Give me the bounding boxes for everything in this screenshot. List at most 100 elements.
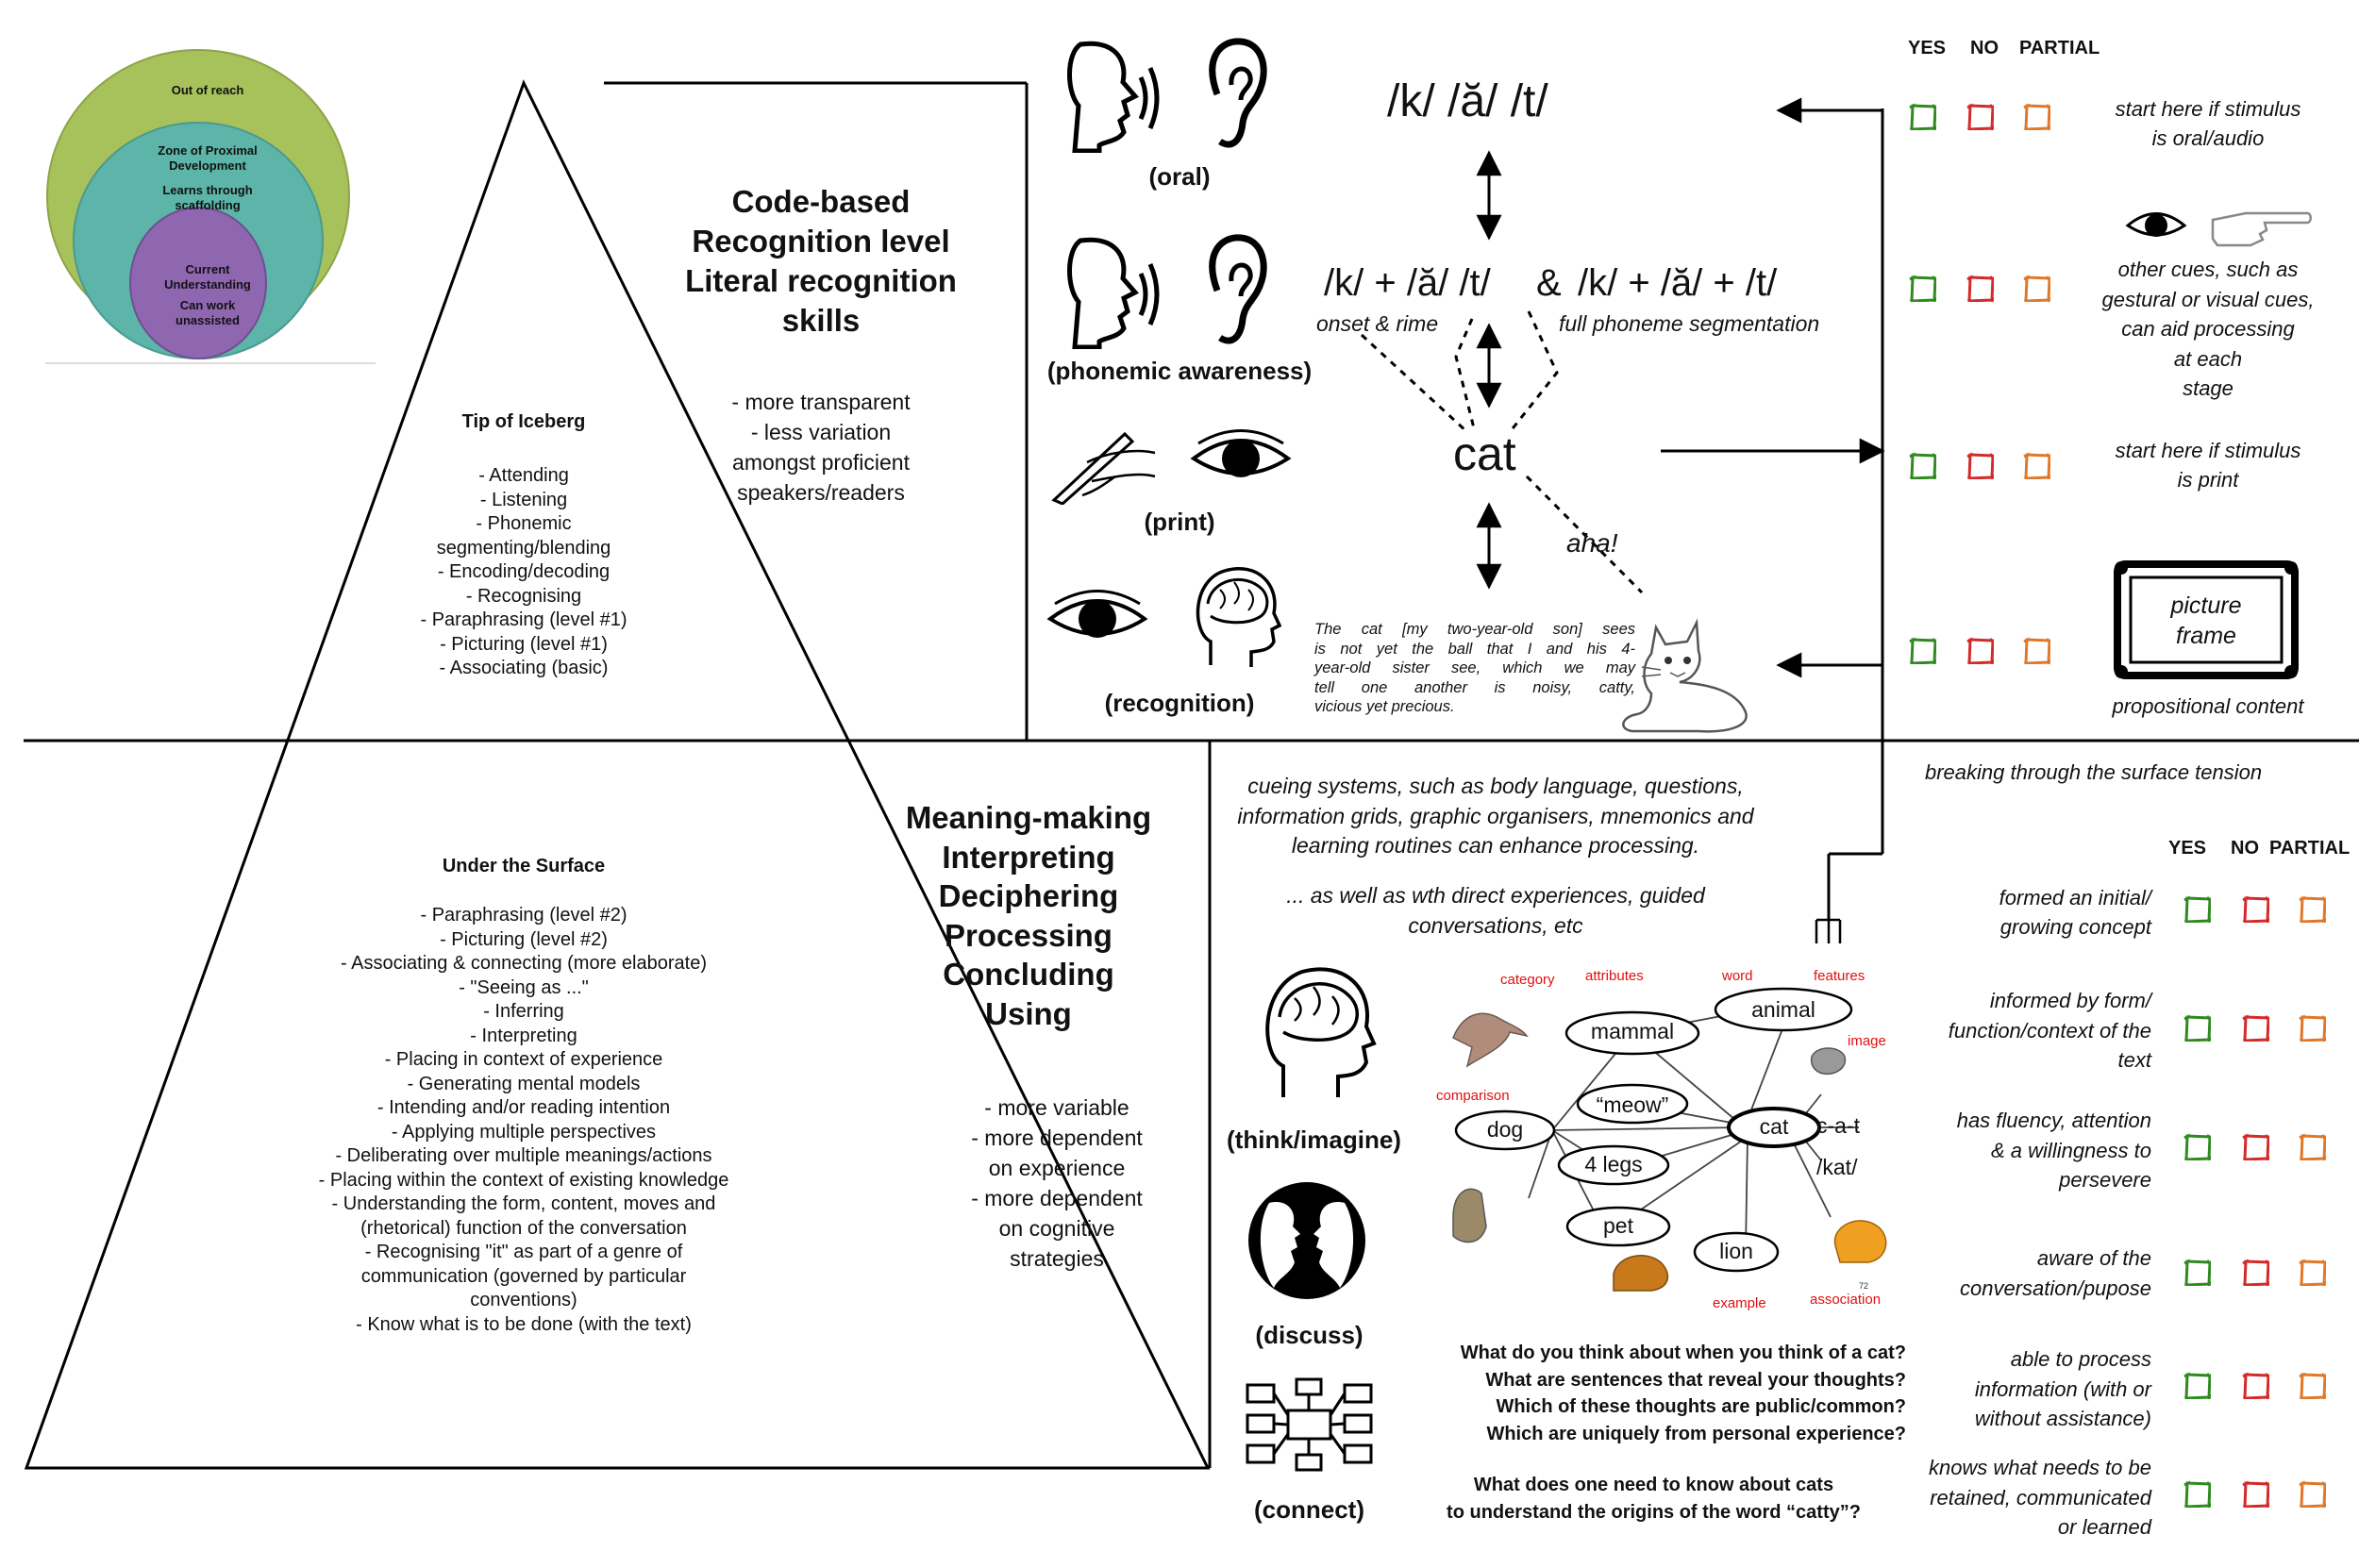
node-mammal: mammal [1590, 1019, 1675, 1043]
eye-icon [1190, 429, 1292, 477]
node-animal: animal [1751, 997, 1815, 1022]
cat-sketch-icon [1622, 618, 1748, 733]
checkbox-top-2-yes[interactable] [1908, 274, 1936, 302]
checkbox-top-1-no[interactable] [1966, 102, 1994, 130]
full-segmentation-label: full phoneme segmentation [1559, 311, 1820, 336]
check2-header-no: NO [2231, 838, 2259, 859]
checkbox-top-2-partial[interactable] [2022, 274, 2050, 302]
phonemes: /k/ /ă/ /t/ [1387, 76, 1548, 126]
propositional-content: propositional content [2112, 694, 2304, 718]
check-header-yes: YES [1908, 38, 1947, 58]
label-word: word [1722, 968, 1753, 984]
ear-icon [1209, 234, 1267, 344]
ampersand: & [1536, 262, 1562, 304]
tip-title: Tip of Iceberg [461, 411, 586, 432]
checkbox-bottom-5-no[interactable] [2241, 1371, 2269, 1399]
node-cat: cat [1759, 1114, 1789, 1139]
node-lion: lion [1719, 1239, 1753, 1263]
checkbox-top-1-partial[interactable] [2022, 102, 2050, 130]
pointing-hand-icon [2211, 211, 2312, 247]
node-meow: “meow” [1596, 1093, 1669, 1117]
checkbox-bottom-2-yes[interactable] [2183, 1013, 2211, 1042]
under-list: - Paraphrasing (level #2)- Picturing (le… [318, 905, 729, 1335]
discuss-faces-icon [1248, 1182, 1365, 1299]
think-imagine-label: (think/imagine) [1227, 1126, 1401, 1154]
checkbox-top-4-no[interactable] [1966, 636, 1994, 664]
label-features: features [1814, 968, 1865, 984]
checkbox-bottom-2-no[interactable] [2241, 1013, 2269, 1042]
full-segmentation-text: /k/ + /ă/ + /t/ [1578, 262, 1778, 304]
checkbox-bottom-4-partial[interactable] [2298, 1258, 2326, 1286]
aha-text: aha! [1566, 528, 1618, 558]
onset-rime-text: /k/ + /ă/ /t/ [1324, 262, 1491, 304]
ear-icon [1209, 38, 1267, 148]
phonemic-awareness-label: (phonemic awareness) [1046, 357, 1313, 385]
checkbox-top-3-yes[interactable] [1908, 451, 1936, 479]
checkbox-top-4-yes[interactable] [1908, 636, 1936, 664]
node-kat: /kat/ [1816, 1155, 1858, 1179]
zpd-inner-sub: Can work unassisted [176, 298, 240, 327]
checkbox-bottom-6-yes[interactable] [2183, 1479, 2211, 1508]
check2-header-partial: PARTIAL [2269, 838, 2351, 859]
brain-head-icon [1196, 567, 1281, 667]
checkbox-top-4-partial[interactable] [2022, 636, 2050, 664]
checkbox-bottom-4-yes[interactable] [2183, 1258, 2211, 1286]
checkbox-bottom-1-no[interactable] [2241, 894, 2269, 923]
check-bottom-row-3-text: has fluency, attention& a willingness to… [1956, 1109, 2151, 1192]
brain-head-icon [1265, 967, 1377, 1097]
checkbox-top-3-no[interactable] [1966, 451, 1994, 479]
checkbox-bottom-3-partial[interactable] [2298, 1132, 2326, 1160]
concept-map [1452, 987, 1887, 1292]
checkbox-bottom-6-partial[interactable] [2298, 1479, 2326, 1508]
eye-icon [1046, 590, 1148, 638]
label-image: image [1848, 1033, 1886, 1049]
label-attributes: attributes [1585, 968, 1644, 984]
writing-hand-icon [1051, 431, 1156, 505]
node-cat-spelled: c-a-t [1816, 1113, 1860, 1138]
checkbox-bottom-1-yes[interactable] [2183, 894, 2211, 923]
onset-rime-label: onset & rime [1316, 311, 1439, 336]
zpd-outer-label: Out of reach [171, 83, 244, 97]
checkbox-bottom-1-partial[interactable] [2298, 894, 2326, 923]
discuss-label: (discuss) [1255, 1321, 1364, 1349]
cueing-text: cueing systems, such as body language, q… [1237, 774, 1754, 858]
checkbox-bottom-5-yes[interactable] [2183, 1371, 2211, 1399]
code-based-notes: - more transparent- less variation among… [731, 390, 911, 505]
connect-label: (connect) [1254, 1495, 1364, 1524]
under-title: Under the Surface [442, 856, 606, 876]
label-category: category [1500, 972, 1555, 988]
connect-network-icon [1246, 1377, 1373, 1472]
node-pet: pet [1603, 1213, 1633, 1238]
questions-block-1: What do you think about when you think o… [1460, 1343, 1906, 1444]
surface-tension-text: breaking through the surface tension [1925, 760, 2263, 784]
checkbox-bottom-6-no[interactable] [2241, 1479, 2269, 1508]
checkbox-bottom-5-partial[interactable] [2298, 1371, 2326, 1399]
zpd-middle-sub: Learns through scaffolding [162, 183, 253, 212]
cat-word: cat [1453, 427, 1516, 480]
check-bottom-row-1-text: formed an initial/growing concept [1999, 886, 2151, 939]
checkbox-bottom-2-partial[interactable] [2298, 1013, 2326, 1042]
checkbox-bottom-3-yes[interactable] [2183, 1132, 2211, 1160]
checkbox-bottom-4-no[interactable] [2241, 1258, 2269, 1286]
cueing-text-2: ... as well as wth direct experiences, g… [1286, 883, 1705, 938]
checkbox-top-2-no[interactable] [1966, 274, 1994, 302]
checkbox-top-1-yes[interactable] [1908, 102, 1936, 130]
check-bottom-row-2-text: informed by form/function/context of the… [1948, 989, 2151, 1072]
check-header-no: NO [1970, 38, 1999, 58]
checkbox-bottom-3-no[interactable] [2241, 1132, 2269, 1160]
checkbox-top-3-partial[interactable] [2022, 451, 2050, 479]
zpd-inner-title: Current Understanding [164, 262, 251, 292]
tip-list: - Attending- Listening- Phonemic segment… [420, 465, 627, 678]
small-number: 72 [1859, 1281, 1869, 1291]
label-example: example [1713, 1295, 1766, 1311]
